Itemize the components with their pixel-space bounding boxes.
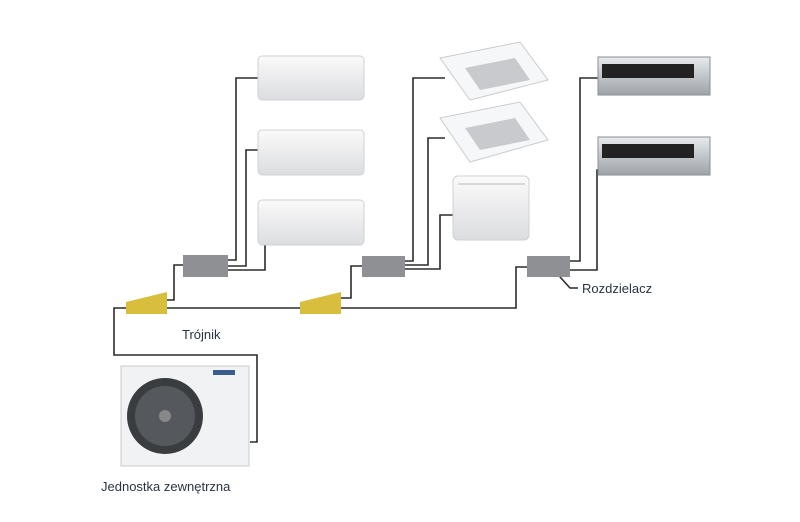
distributor-2 xyxy=(362,256,405,277)
outdoor-unit xyxy=(120,365,250,467)
distributor-1 xyxy=(183,255,228,277)
cassette-units xyxy=(439,41,549,163)
distributor-3 xyxy=(527,256,570,277)
pipe-tee1-dist1 xyxy=(167,264,183,301)
tee-1 xyxy=(126,292,167,314)
duct-units xyxy=(597,56,711,176)
distributor-label: Rozdzielacz xyxy=(582,281,653,296)
tee-label: Trójnik xyxy=(182,327,221,342)
wall-units xyxy=(257,55,365,246)
pipe-main-2 xyxy=(341,266,527,309)
outdoor-unit-label: Jednostka zewnętrzna xyxy=(101,479,231,494)
tee-2 xyxy=(300,292,341,314)
pipe-outdoor xyxy=(113,307,258,443)
floor-unit xyxy=(452,175,530,241)
pipe-tee2-dist2 xyxy=(341,265,362,299)
